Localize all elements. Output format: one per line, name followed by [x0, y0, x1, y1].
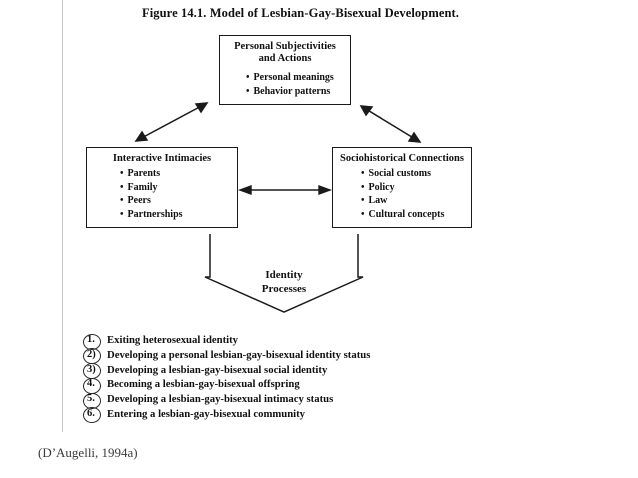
list-item: Partnerships: [120, 208, 237, 222]
list-item: Cultural concepts: [361, 208, 471, 222]
identity-processes-label-line1: Identity: [265, 269, 303, 281]
stage-number-circled: 1.: [82, 332, 107, 351]
stage-number-text: 1.: [87, 334, 95, 345]
stage-text: Becoming a lesbian-gay-bisexual offsprin…: [107, 378, 300, 391]
list-item: Peers: [120, 194, 237, 208]
node-left-title: Interactive Intimacies: [112, 153, 212, 164]
identity-processes-label-line2: Processes: [261, 283, 307, 295]
list-item: 1. Exiting heterosexual identity: [82, 332, 503, 351]
citation-caption: (D’Augelli, 1994a): [38, 445, 138, 460]
list-item: Family: [120, 181, 237, 195]
stage-number-text: 3): [87, 363, 96, 375]
list-item: 4. Becoming a lesbian-gay-bisexual offsp…: [82, 377, 503, 395]
node-right-list: Social customs Policy Law Cultural conce…: [333, 165, 471, 221]
identity-stage-list: 1. Exiting heterosexual identity 2) Deve…: [82, 332, 503, 425]
node-sociohistorical-connections: Sociohistorical Connections Social custo…: [332, 147, 472, 228]
stage-number-circled: 2): [82, 347, 107, 365]
stage-number-text: 2): [87, 348, 96, 360]
stage-number-text: 6.: [87, 407, 95, 419]
node-top-list: Personal meanings Behavior patterns: [220, 65, 350, 98]
identity-processes-block-arrow: [204, 234, 364, 313]
node-personal-subjectivities: Personal Subjectivities and Actions Pers…: [219, 35, 351, 105]
stage-text: Exiting heterosexual identity: [107, 334, 239, 346]
list-item: 3) Developing a lesbian-gay-bisexual soc…: [82, 362, 503, 380]
stage-text: Developing a lesbian-gay-bisexual intima…: [107, 393, 334, 406]
stage-number-text: 5.: [87, 393, 95, 405]
list-item: Policy: [361, 181, 471, 195]
stage-text: Developing a personal lesbian-gay-bisexu…: [107, 348, 371, 361]
figure-title: Figure 14.1. Model of Lesbian-Gay-Bisexu…: [141, 6, 460, 20]
stage-text: Developing a lesbian-gay-bisexual social…: [107, 363, 328, 376]
node-top-title: Personal Subjectivities and Actions: [220, 36, 350, 65]
list-item: Personal meanings: [246, 71, 350, 85]
list-item: 6. Entering a lesbian-gay-bisexual commu…: [82, 406, 503, 425]
arrow-left-to-top: [134, 102, 209, 142]
node-interactive-intimacies: Interactive Intimacies Parents Family Pe…: [86, 147, 238, 228]
list-item: 5. Developing a lesbian-gay-bisexual int…: [82, 392, 503, 410]
identity-processes-label: Identity Processes: [224, 268, 344, 296]
stage-number-circled: 3): [82, 362, 107, 380]
list-item: Law: [361, 194, 471, 208]
stage-number-circled: 4.: [82, 377, 107, 395]
stage-number-circled: 5.: [82, 392, 107, 410]
stage-number-text: 4.: [87, 378, 95, 390]
stage-number-circled: 6.: [82, 406, 107, 425]
list-item: 2) Developing a personal lesbian-gay-bis…: [82, 347, 503, 365]
arrow-left-to-right: [237, 185, 333, 195]
stage-text: Entering a lesbian-gay-bisexual communit…: [107, 407, 306, 420]
node-left-list: Parents Family Peers Partnerships: [87, 165, 237, 221]
node-right-title: Sociohistorical Connections: [340, 153, 464, 164]
node-top-title-line2: and Actions: [258, 53, 312, 64]
list-item: Behavior patterns: [246, 85, 350, 99]
list-item: Social customs: [361, 167, 471, 181]
arrow-top-to-right: [359, 105, 422, 143]
scan-page-edge: [62, 0, 63, 432]
list-item: Parents: [120, 167, 237, 181]
node-top-title-line1: Personal Subjectivities: [234, 41, 336, 52]
